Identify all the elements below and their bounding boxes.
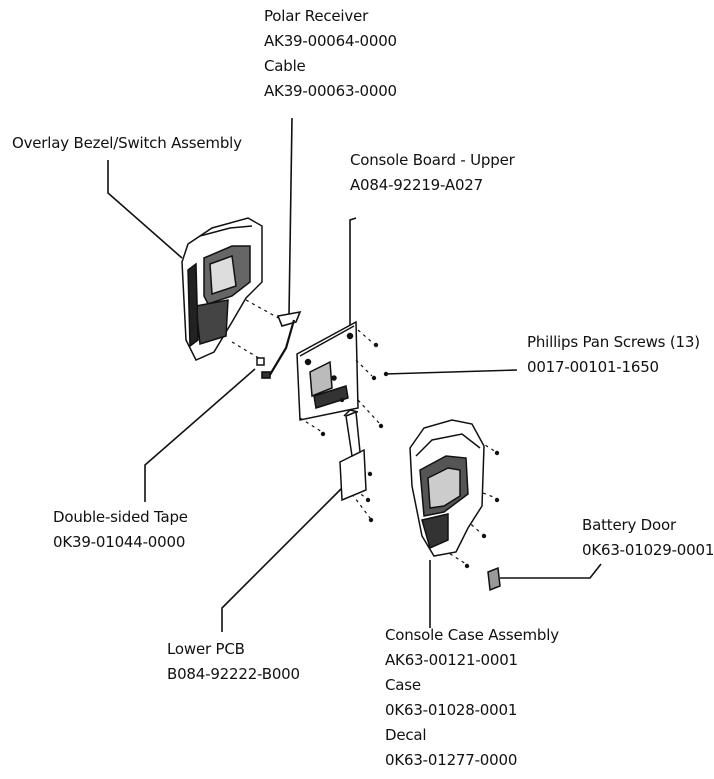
bezel-dashes — [231, 299, 283, 361]
double-sided-tape-part — [256, 357, 265, 366]
lower-pcb-part-number: B084-92222-B000 — [167, 665, 300, 683]
leader-phillips-screws — [384, 369, 518, 375]
leader-lower-pcb — [221, 487, 343, 632]
battery-door-part-number: 0K63-01029-0001 — [582, 541, 714, 559]
label-double-sided-tape: Double-sided Tape 0K39-01044-0000 — [53, 505, 188, 555]
label-overlay-bezel: Overlay Bezel/Switch Assembly — [12, 131, 242, 156]
leader-console-board — [349, 217, 357, 325]
console-case-assembly-name: Console Case Assembly — [385, 626, 559, 644]
leader-polar-receiver — [288, 117, 293, 316]
double-sided-tape-part-number: 0K39-01044-0000 — [53, 533, 186, 551]
battery-door-part — [487, 566, 501, 592]
overlay-bezel-name: Overlay Bezel/Switch Assembly — [12, 134, 242, 152]
label-battery-door: Battery Door 0K63-01029-0001 — [582, 513, 714, 563]
screws — [320, 342, 500, 569]
cable-part-number: AK39-00063-0000 — [264, 82, 397, 100]
label-polar-receiver-cable: Polar Receiver AK39-00064-0000 Cable AK3… — [264, 4, 397, 104]
label-console-board-upper: Console Board - Upper A084-92219-A027 — [350, 148, 515, 198]
overlay-bezel-part — [181, 217, 263, 361]
battery-door-name: Battery Door — [582, 516, 676, 534]
cable-name: Cable — [264, 57, 306, 75]
console-board-upper-part-number: A084-92219-A027 — [350, 176, 483, 194]
decal-name: Decal — [385, 726, 427, 744]
console-case-part — [409, 419, 485, 557]
polar-receiver-name: Polar Receiver — [264, 7, 369, 25]
leader-double-sided-tape — [144, 368, 256, 502]
label-console-case-assembly: Console Case Assembly AK63-00121-0001 Ca… — [385, 623, 559, 773]
polar-receiver-part — [261, 310, 302, 379]
console-board-upper-part — [296, 320, 359, 421]
phillips-screws-name: Phillips Pan Screws (13) — [527, 333, 700, 351]
leader-battery-door — [500, 563, 602, 579]
label-phillips-screws: Phillips Pan Screws (13) 0017-00101-1650 — [527, 330, 700, 380]
lower-pcb-name: Lower PCB — [167, 640, 245, 658]
double-sided-tape-name: Double-sided Tape — [53, 508, 188, 526]
leader-overlay-bezel — [107, 160, 183, 259]
label-lower-pcb: Lower PCB B084-92222-B000 — [167, 637, 300, 687]
console-case-assembly-part-number: AK63-00121-0001 — [385, 651, 518, 669]
lower-pcb-part — [339, 409, 367, 502]
phillips-screws-part-number: 0017-00101-1650 — [527, 358, 659, 376]
case-name: Case — [385, 676, 421, 694]
case-part-number: 0K63-01028-0001 — [385, 701, 518, 719]
decal-part-number: 0K63-01277-0000 — [385, 751, 518, 769]
polar-receiver-part-number: AK39-00064-0000 — [264, 32, 397, 50]
console-board-upper-name: Console Board - Upper — [350, 151, 515, 169]
